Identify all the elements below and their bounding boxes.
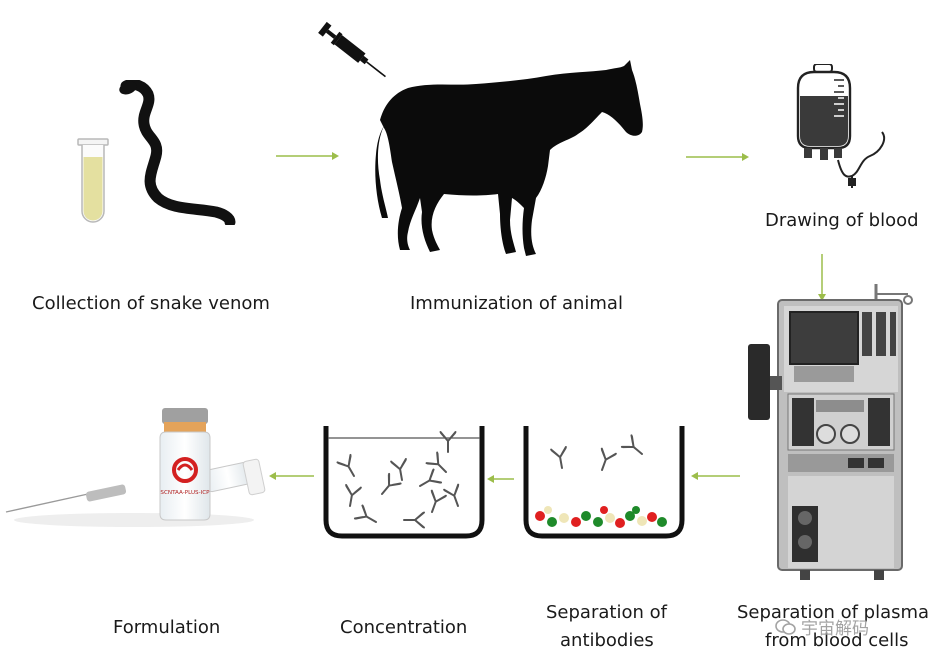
arrow-right-icon bbox=[686, 153, 749, 161]
vial-and-syringe-icon: SCNTAA-PLUS-ICP bbox=[5, 408, 266, 527]
step-label-drawing: Drawing of blood bbox=[765, 210, 919, 231]
vial-label: SCNTAA-PLUS-ICP bbox=[160, 490, 210, 496]
horse-icon bbox=[375, 60, 643, 256]
arrow-left-icon bbox=[691, 472, 740, 480]
step-label-immunization: Immunization of animal bbox=[410, 293, 623, 314]
arrow-left-icon bbox=[269, 472, 314, 480]
snake-icon bbox=[119, 80, 236, 225]
plasma-machine-icon bbox=[748, 284, 913, 580]
blood-bag-icon bbox=[796, 64, 886, 188]
step-label-formulation: Formulation bbox=[113, 617, 221, 638]
step-label-concentration: Concentration bbox=[340, 617, 468, 638]
step-label-antibodies-line1: Separation of bbox=[546, 602, 667, 623]
step-label-antibodies-line2: antibodies bbox=[560, 630, 654, 651]
step-label-plasma-line1: Separation of plasma bbox=[737, 599, 930, 627]
syringe-icon bbox=[318, 21, 386, 78]
antibody-beaker-icon bbox=[523, 426, 685, 539]
chat-bubble-icon bbox=[775, 618, 796, 635]
test-tube-icon bbox=[77, 138, 109, 223]
concentration-beaker-icon bbox=[323, 426, 485, 539]
step-label-plasma-line2: from blood cells bbox=[765, 630, 909, 651]
step-label-venom: Collection of snake venom bbox=[32, 293, 270, 314]
watermark-text: 宇宙解码 bbox=[801, 619, 869, 639]
arrow-down-icon bbox=[818, 254, 826, 301]
watermark: 宇宙解码 bbox=[775, 614, 869, 639]
arrow-left-icon bbox=[487, 475, 514, 483]
arrow-right-icon bbox=[276, 152, 339, 160]
